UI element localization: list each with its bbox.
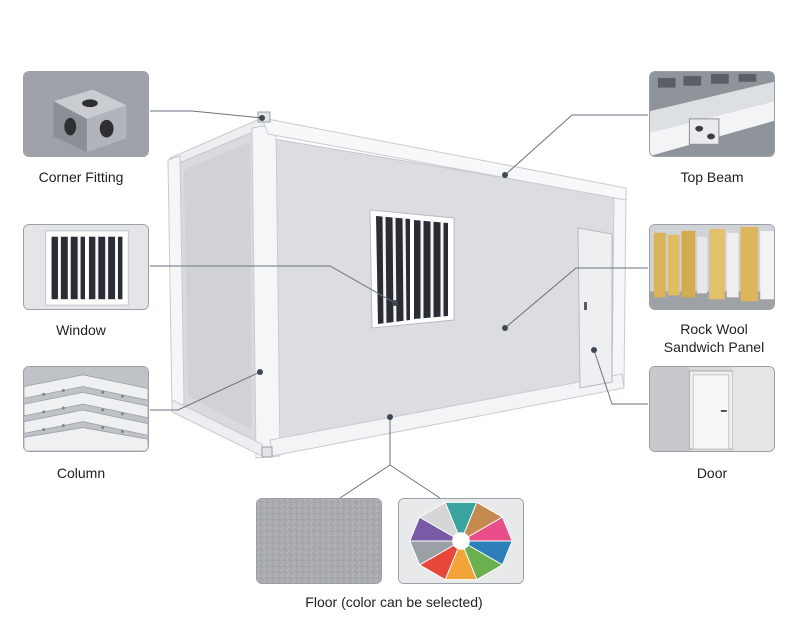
swatch-center: [452, 532, 470, 550]
column-label: Column: [56, 465, 106, 481]
door-image: [649, 366, 775, 452]
door-label: Door: [696, 465, 728, 481]
corner-fitting-label: Corner Fitting: [38, 169, 124, 185]
floor-label: Floor (color can be selected): [305, 594, 483, 610]
corner-fitting-image: [23, 71, 149, 157]
window-image: [23, 224, 149, 310]
rock-wool-panel-image: [649, 224, 775, 310]
window-label: Window: [56, 322, 106, 338]
top-beam-image: [649, 71, 775, 157]
floor-texture-image: [256, 498, 382, 584]
top-beam-label: Top Beam: [680, 169, 744, 185]
color-swatch: [459, 516, 513, 542]
rock-wool-label-line1: Rock Wool: [680, 321, 748, 337]
rock-wool-label-line2: Sandwich Panel: [663, 339, 765, 355]
floor-color-swatches-image: [398, 498, 524, 584]
column-image: [23, 366, 149, 452]
rock-wool-panel-label: Rock Wool Sandwich Panel: [644, 320, 784, 356]
